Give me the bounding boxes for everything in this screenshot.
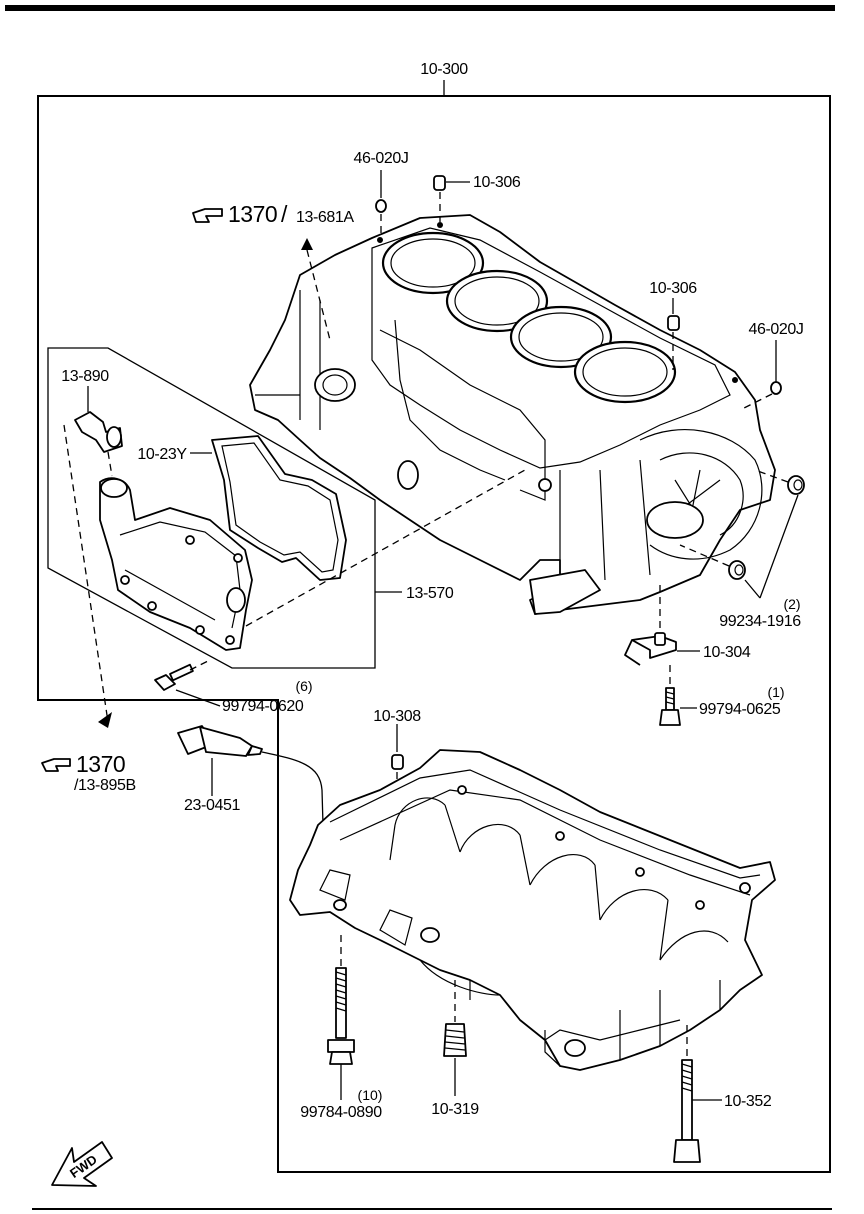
ref-bottom-number: 1370 xyxy=(76,751,125,777)
ref-top-number: 1370 xyxy=(228,201,277,227)
label-23-0451: 23-0451 xyxy=(184,797,240,814)
label-main-bolt-qty: (10) xyxy=(358,1087,383,1103)
fwd-arrow-icon: FWD xyxy=(51,1141,113,1187)
label-99794-0625: 99794-0625 xyxy=(699,701,781,718)
breather-fitting-13-890: 13-890 xyxy=(61,368,123,477)
label-99784-0890: 99784-0890 xyxy=(300,1104,382,1121)
pin-10-306-top: 10-306 xyxy=(433,174,521,222)
ref-bottom-code: /13-895B xyxy=(74,777,136,794)
pin-10-306-right: 10-306 xyxy=(649,280,698,370)
label-13-890: 13-890 xyxy=(61,368,109,385)
label-cover-bolt-qty: (6) xyxy=(295,678,312,694)
label-10-306-top: 10-306 xyxy=(473,174,521,191)
stud-10-319: 10-319 xyxy=(431,980,480,1118)
label-46-020j-top: 46-020J xyxy=(353,150,408,167)
sealant-tube-23-0451: 23-0451 xyxy=(177,725,324,826)
ref-1370-13-895b[interactable]: 1370 /13-895B xyxy=(41,712,136,794)
label-jet-bolt-qty: (1) xyxy=(767,684,784,700)
dowel-46-020j-right: 46-020J xyxy=(739,321,804,411)
pointing-hand-icon-2 xyxy=(41,758,71,772)
label-10-300: 10-300 xyxy=(420,61,468,78)
plug-99234-1916: (2) 99234-1916 xyxy=(679,469,805,630)
label-10-23y: 10-23Y xyxy=(137,446,187,463)
label-99794-0620: 99794-0620 xyxy=(222,698,304,715)
bottom-rule xyxy=(32,1208,832,1210)
dowel-46-020j-top: 46-020J xyxy=(353,150,409,240)
assembly-frame xyxy=(37,95,831,1173)
cover-plate-13-570: 13-570 xyxy=(99,469,526,651)
top-rule xyxy=(5,5,835,11)
bolt-99794-0620: (6) 99794-0620 xyxy=(154,659,313,715)
cylinder-block-upper xyxy=(249,214,776,615)
pointing-hand-icon xyxy=(192,208,223,223)
label-10-304: 10-304 xyxy=(703,644,751,661)
label-10-319: 10-319 xyxy=(431,1101,479,1118)
label-plug-qty: (2) xyxy=(783,596,800,612)
bolt-99794-0625: (1) 99794-0625 xyxy=(659,665,785,726)
label-46-020j-right: 46-020J xyxy=(748,321,803,338)
label-10-306-right: 10-306 xyxy=(649,280,697,297)
lower-block-bedplate xyxy=(289,749,776,1071)
ref-top-code: 13-681A xyxy=(296,209,354,226)
label-13-570: 13-570 xyxy=(406,585,454,602)
bolt-10-352: 10-352 xyxy=(673,1025,772,1163)
label-10-352: 10-352 xyxy=(724,1093,772,1110)
label-99234-1916: 99234-1916 xyxy=(719,613,801,630)
cover-subframe xyxy=(47,347,376,669)
jet-10-304: 10-304 xyxy=(624,585,751,666)
ref-top-slash: / xyxy=(281,201,288,227)
ref-1370-13-681a[interactable]: 1370 / 13-681A xyxy=(192,201,355,341)
label-10-308: 10-308 xyxy=(373,708,421,725)
bolt-99784-0890: (10) 99784-0890 xyxy=(300,935,383,1121)
